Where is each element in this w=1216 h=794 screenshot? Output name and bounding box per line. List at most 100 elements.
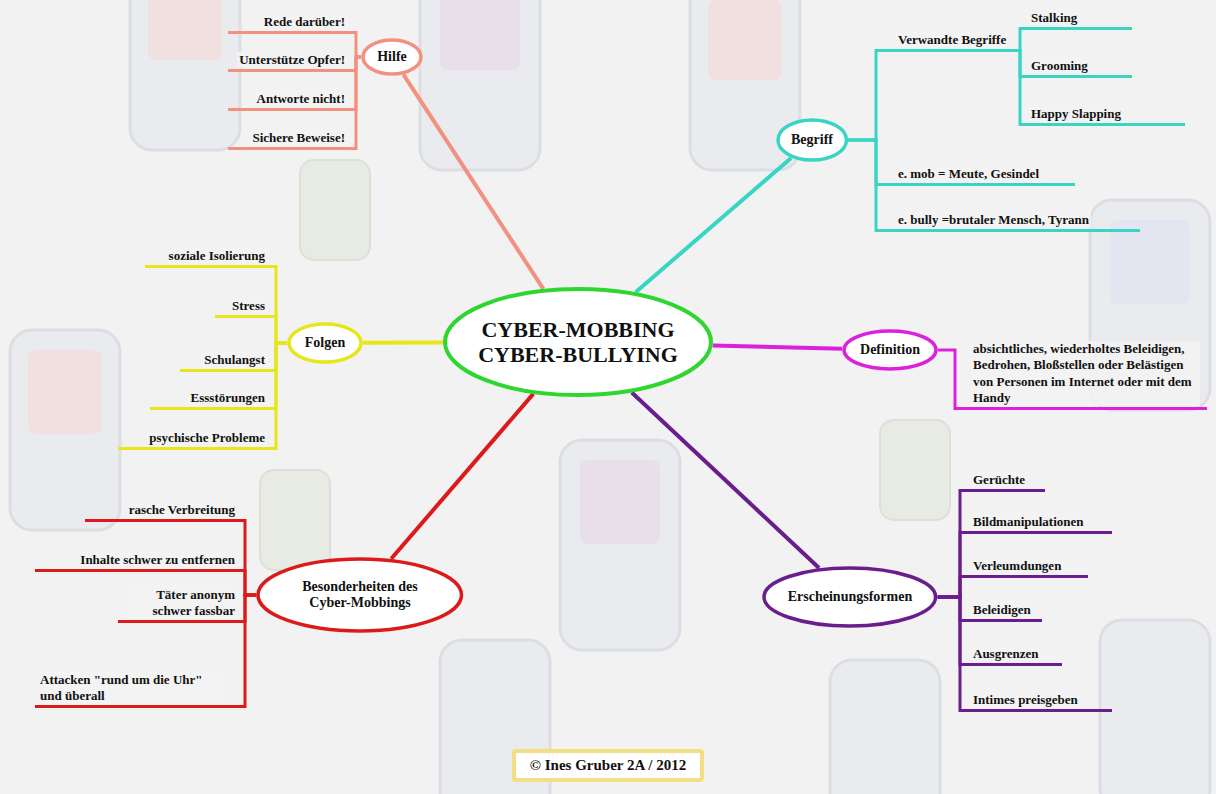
branch-line xyxy=(270,343,287,409)
branch-item: Sichere Beweise! xyxy=(228,130,350,150)
topic-ellipse: Definition xyxy=(842,329,938,371)
item-label: Antworte nicht! xyxy=(255,91,347,107)
branch-item: Grooming xyxy=(1026,58,1132,78)
topic-label: Folgen xyxy=(305,335,345,351)
branch-item: Beleidigen xyxy=(968,602,1042,622)
branch-line xyxy=(938,597,968,621)
topic-ellipse: Folgen xyxy=(287,322,363,364)
branch-item: Unterstütze Opfer! xyxy=(228,52,350,72)
item-label: Beleidigen xyxy=(971,602,1033,618)
ellipse-shape xyxy=(844,331,936,369)
phone-shape xyxy=(130,0,240,150)
phone-screen xyxy=(28,350,102,434)
branch-item: Inhalte schwer zu entfernen xyxy=(35,552,240,572)
branch-line xyxy=(350,57,361,149)
item-label: Essstörungen xyxy=(189,390,267,406)
credit-box: © Ines Gruber 2A / 2012 xyxy=(512,749,704,782)
item-label: Attacken "rund um die Uhr" und überall xyxy=(38,672,227,705)
branch-line xyxy=(270,317,287,344)
topic-ellipse: Besonderheiten des Cyber-Mobbings xyxy=(256,557,464,633)
phone-screen xyxy=(708,0,782,80)
topic-label: Begriff xyxy=(791,132,833,148)
branch-line xyxy=(240,595,256,622)
item-label: Rede darüber! xyxy=(262,14,347,30)
ellipse-shape xyxy=(363,40,421,74)
child-figure xyxy=(880,420,950,520)
topic-label: Besonderheiten des Cyber-Mobbings xyxy=(285,579,435,611)
child-figure xyxy=(300,160,370,260)
item-label: Verleumdungen xyxy=(971,558,1063,574)
item-label: Unterstütze Opfer! xyxy=(237,52,347,68)
branch-line xyxy=(240,521,256,596)
branch-item: Happy Slapping xyxy=(1026,106,1185,126)
branch-item: Schulangst xyxy=(180,352,270,372)
branch-line xyxy=(391,394,533,559)
branch-line xyxy=(938,350,968,409)
branch-line xyxy=(363,341,443,345)
topic-ellipse: Erscheinungsformen xyxy=(762,566,938,628)
ellipse-shape xyxy=(764,568,936,626)
branch-item: Attacken "rund um die Uhr" und überall xyxy=(35,672,240,709)
branch-item: e. mob = Meute, Gesindel xyxy=(893,166,1075,186)
branch-line xyxy=(636,158,792,292)
item-label: absichtliches, wiederholtes Beleidigen, … xyxy=(971,341,1200,406)
branch-item: Antworte nicht! xyxy=(228,91,350,111)
item-label: Stress xyxy=(230,298,267,314)
branch-line xyxy=(270,343,287,449)
item-label: soziale Isolierung xyxy=(167,248,267,264)
ellipse-shape xyxy=(778,120,846,160)
topic-ellipse: Hilfe xyxy=(361,38,423,76)
item-label: Stalking xyxy=(1029,10,1079,26)
branch-item: Verleumdungen xyxy=(968,558,1088,578)
branch-line xyxy=(1015,51,1026,125)
phone-shape xyxy=(830,660,940,794)
branch-item: Täter anonym schwer fassbar xyxy=(118,587,240,624)
branch-item: Stress xyxy=(215,298,270,318)
ellipse-shape xyxy=(445,289,711,395)
ellipse-shape xyxy=(258,559,462,631)
item-label: Grooming xyxy=(1029,58,1090,74)
phone-shape xyxy=(10,330,120,530)
branch-line xyxy=(938,533,968,598)
branch-item: psychische Probleme xyxy=(118,430,270,450)
branch-line xyxy=(240,571,256,596)
item-label: Sichere Beweise! xyxy=(250,130,347,146)
branch-item: Stalking xyxy=(1026,10,1132,30)
topic-ellipse: Begriff xyxy=(776,118,848,162)
ellipse-shape xyxy=(289,324,361,362)
branch-item: Verwandte Begriffe xyxy=(893,32,1015,52)
branch-item: soziale Isolierung xyxy=(145,248,270,268)
branch-line xyxy=(848,51,893,141)
branch-line xyxy=(848,140,893,231)
phone-screen xyxy=(440,0,520,70)
topic-label: CYBER-MOBBING CYBER-BULLYING xyxy=(478,317,678,368)
item-label: Inhalte schwer zu entfernen xyxy=(78,552,237,568)
topic-label: Erscheinungsformen xyxy=(788,589,912,605)
branch-line xyxy=(1015,29,1026,51)
item-label: Bildmanipulationen xyxy=(971,514,1086,530)
item-label: Intimes preisgeben xyxy=(971,692,1080,708)
item-label: e. mob = Meute, Gesindel xyxy=(896,166,1041,182)
branch-item: Gerüchte xyxy=(968,472,1045,492)
phone-screen xyxy=(148,0,222,60)
branch-line xyxy=(404,75,544,289)
branch-line xyxy=(848,140,893,185)
phone-shape xyxy=(560,440,680,650)
item-label: Schulangst xyxy=(202,352,267,368)
phone-monsters xyxy=(10,0,1210,794)
item-label: Verwandte Begriffe xyxy=(896,32,1008,48)
item-label: Gerüchte xyxy=(971,472,1027,488)
item-label: psychische Probleme xyxy=(147,430,267,446)
phone-screen xyxy=(1110,220,1190,304)
item-label: Täter anonym schwer fassbar xyxy=(128,587,237,620)
branch-item: Bildmanipulationen xyxy=(968,514,1112,534)
branch-item: Essstörungen xyxy=(150,390,270,410)
branch-line xyxy=(938,491,968,598)
branch-item: Rede darüber! xyxy=(228,14,350,34)
phone-screen xyxy=(580,460,660,544)
branch-line xyxy=(938,597,968,711)
topic-label: Hilfe xyxy=(377,49,407,65)
phone-shape xyxy=(1100,620,1210,794)
item-label: Happy Slapping xyxy=(1029,106,1123,122)
